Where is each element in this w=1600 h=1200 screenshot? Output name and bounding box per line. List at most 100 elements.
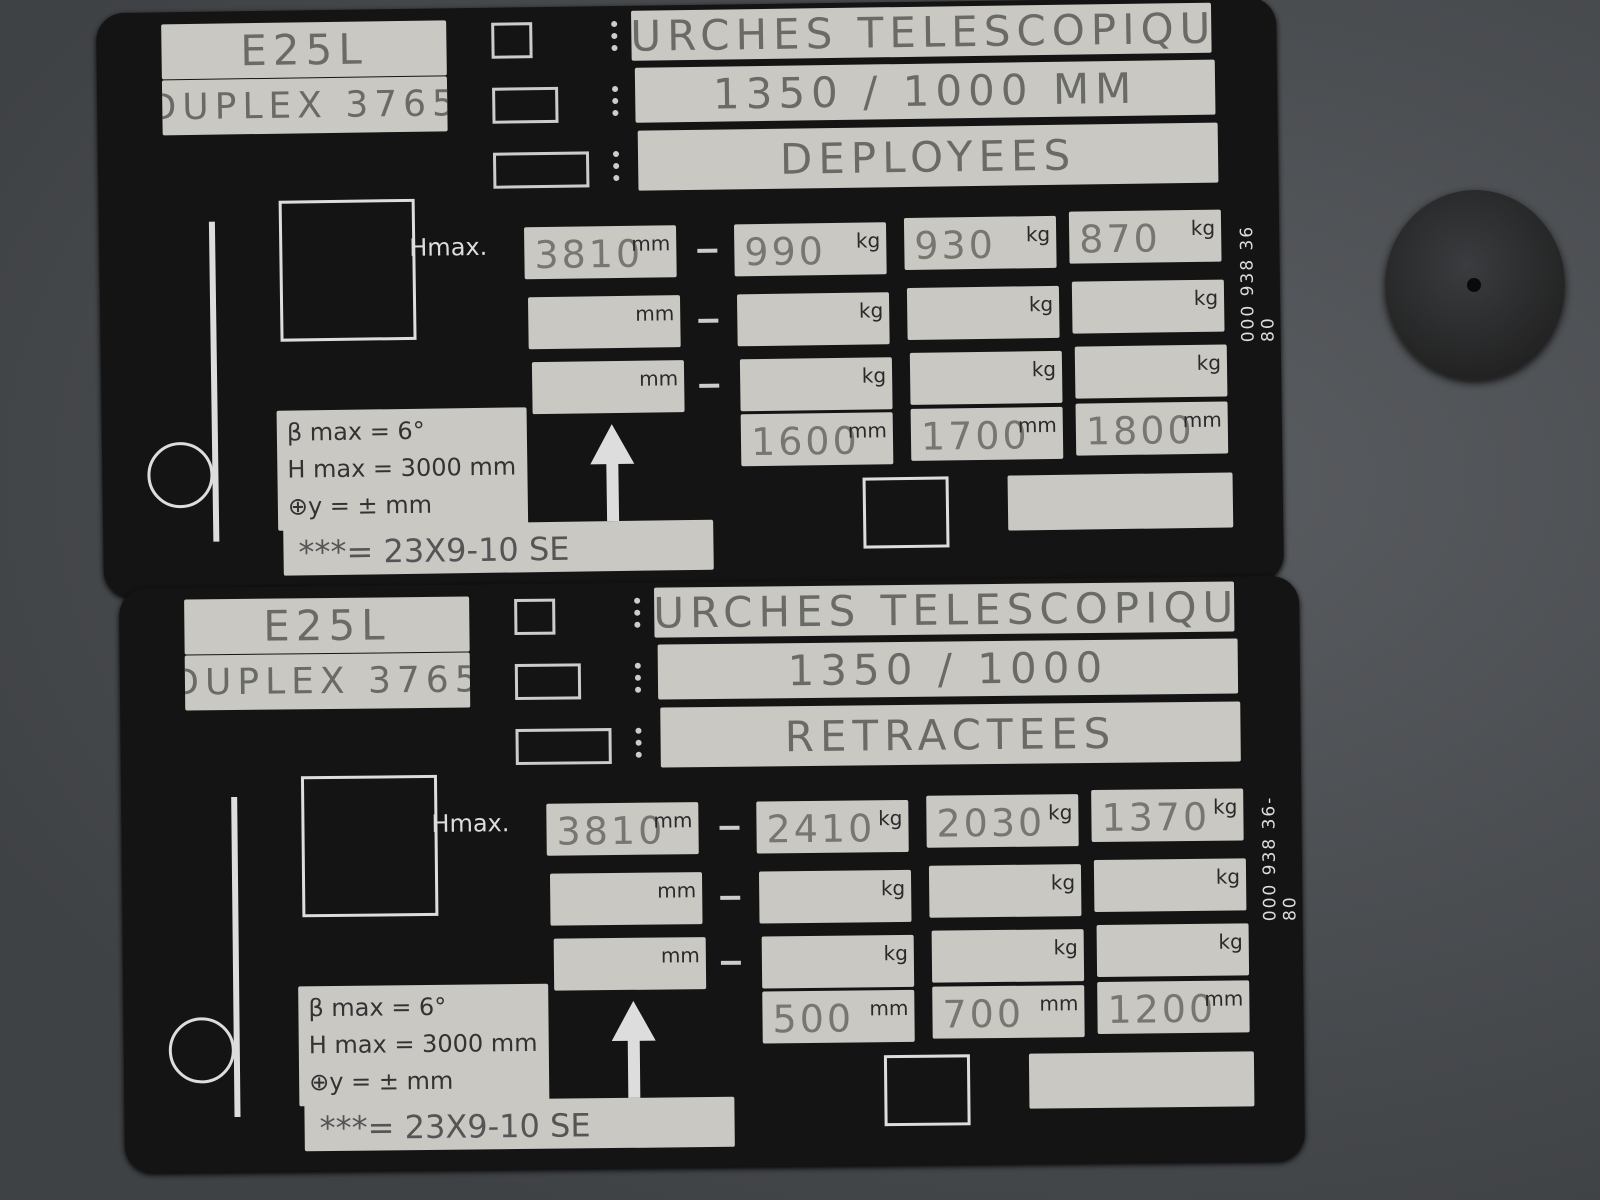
value: 2410 <box>766 806 876 852</box>
unit: mm <box>660 943 700 968</box>
lift-height-field: mm <box>549 872 703 926</box>
capacity-field: kg <box>1093 858 1247 912</box>
capacity-plate-bottom: E25L DUPLEX 3765 FOURCHES TELESCOPIQUES … <box>118 575 1306 1174</box>
dash <box>720 960 741 965</box>
up-arrow-stem <box>606 461 620 522</box>
attachment-field: FOURCHES TELESCOPIQUES <box>653 581 1235 638</box>
unit: mm <box>1182 407 1222 433</box>
dash <box>698 318 719 323</box>
unit: kg <box>1190 215 1216 240</box>
fork-extended-icon <box>514 663 582 701</box>
capacity-field: kg <box>1071 279 1225 334</box>
wheel-icon <box>168 1017 236 1084</box>
capacity-field: kg <box>1096 923 1250 977</box>
value: 1800 <box>1085 407 1195 454</box>
fork-extended-icon <box>492 86 559 124</box>
load-center-icon <box>883 1054 971 1127</box>
fork-icon <box>491 22 533 59</box>
unit: mm <box>657 878 697 903</box>
serial-number: 000 938 36-80 <box>1259 795 1301 922</box>
unit: kg <box>1031 356 1057 382</box>
spec-box: β max = 6° H max = 3000 mm ⊕y = ± mm <box>298 983 550 1107</box>
unit: mm <box>869 995 909 1021</box>
fork-length-field: 1350 / 1000 MM <box>634 59 1216 123</box>
unit: mm <box>638 366 679 391</box>
unit: kg <box>858 298 884 323</box>
h-max: H max = 3000 mm <box>287 452 517 484</box>
up-arrow-icon <box>611 1000 656 1042</box>
unit: mm <box>631 231 671 256</box>
mast-icon <box>231 796 241 1118</box>
unit: kg <box>1212 794 1238 819</box>
value: 870 <box>1078 216 1162 262</box>
dots-icon <box>611 20 624 52</box>
load-box-icon <box>300 774 439 918</box>
unit: mm <box>653 808 693 833</box>
value: 990 <box>744 229 827 275</box>
beta-max: β max = 6° <box>308 992 447 1023</box>
value: 1200 <box>1107 986 1217 1032</box>
unit: mm <box>1039 991 1079 1016</box>
h-max: H max = 3000 mm <box>308 1028 538 1060</box>
capacity-field: kg <box>761 934 915 989</box>
capacity-field: kg <box>1074 344 1228 399</box>
unit: mm <box>847 418 888 443</box>
tire-spec: ***= 23X9-10 SE <box>319 1106 591 1148</box>
unit: kg <box>1196 350 1222 375</box>
unit: kg <box>883 940 908 966</box>
dots-icon <box>612 150 626 182</box>
lift-height-field: mm <box>527 295 681 350</box>
capacity-plate-top: E25L DUPLEX 3765 FOURCHES TELESCOPIQUES … <box>95 0 1285 599</box>
mast-label: DUPLEX 3765 <box>184 652 471 711</box>
value: 930 <box>913 222 997 268</box>
value: 3810 <box>556 808 666 854</box>
spec-box: β max = 6° H max = 3000 mm ⊕y = ± mm <box>276 407 529 531</box>
wheel-icon <box>146 441 214 509</box>
dash <box>720 895 741 900</box>
lift-height-field: mm <box>553 937 707 991</box>
capacity-field: kg <box>931 929 1085 983</box>
model-label: E25L <box>184 596 470 655</box>
blank-field <box>1028 1051 1255 1109</box>
capacity-field: kg <box>736 292 890 347</box>
hmax-label: Hmax. <box>431 809 510 838</box>
tire-box: ***= 23X9-10 SE <box>304 1096 735 1152</box>
unit: kg <box>861 363 887 388</box>
up-arrow-icon <box>589 423 635 465</box>
dots-icon <box>634 662 648 693</box>
fork-state-field: DEPLOYEES <box>637 122 1219 191</box>
capacity-field: kg <box>909 350 1063 405</box>
unit: mm <box>635 301 675 326</box>
model-label: E25L <box>161 20 447 80</box>
unit: kg <box>878 806 903 831</box>
value: 1370 <box>1101 794 1211 840</box>
capacity-field: kg <box>906 285 1060 340</box>
dash <box>697 248 718 253</box>
serial-number: 000 938 36 80 <box>1237 224 1279 343</box>
fork-fully-extended-icon <box>515 728 612 766</box>
lift-height-field: mm <box>531 360 685 415</box>
value: 1700 <box>920 413 1030 459</box>
unit: kg <box>1218 929 1243 954</box>
value: 3810 <box>534 231 644 278</box>
beta-max: β max = 6° <box>286 416 425 447</box>
load-center-icon <box>862 476 950 549</box>
value: 1600 <box>750 418 861 465</box>
attachment-field: FOURCHES TELESCOPIQUES <box>630 2 1212 61</box>
fork-icon <box>514 598 556 636</box>
up-arrow-stem <box>627 1037 641 1098</box>
unit: kg <box>1193 285 1219 310</box>
load-box-icon <box>278 198 417 342</box>
capacity-field: 870 kg <box>1068 209 1222 264</box>
fork-state-field: RETRACTEES <box>660 701 1241 768</box>
dash <box>699 383 720 388</box>
